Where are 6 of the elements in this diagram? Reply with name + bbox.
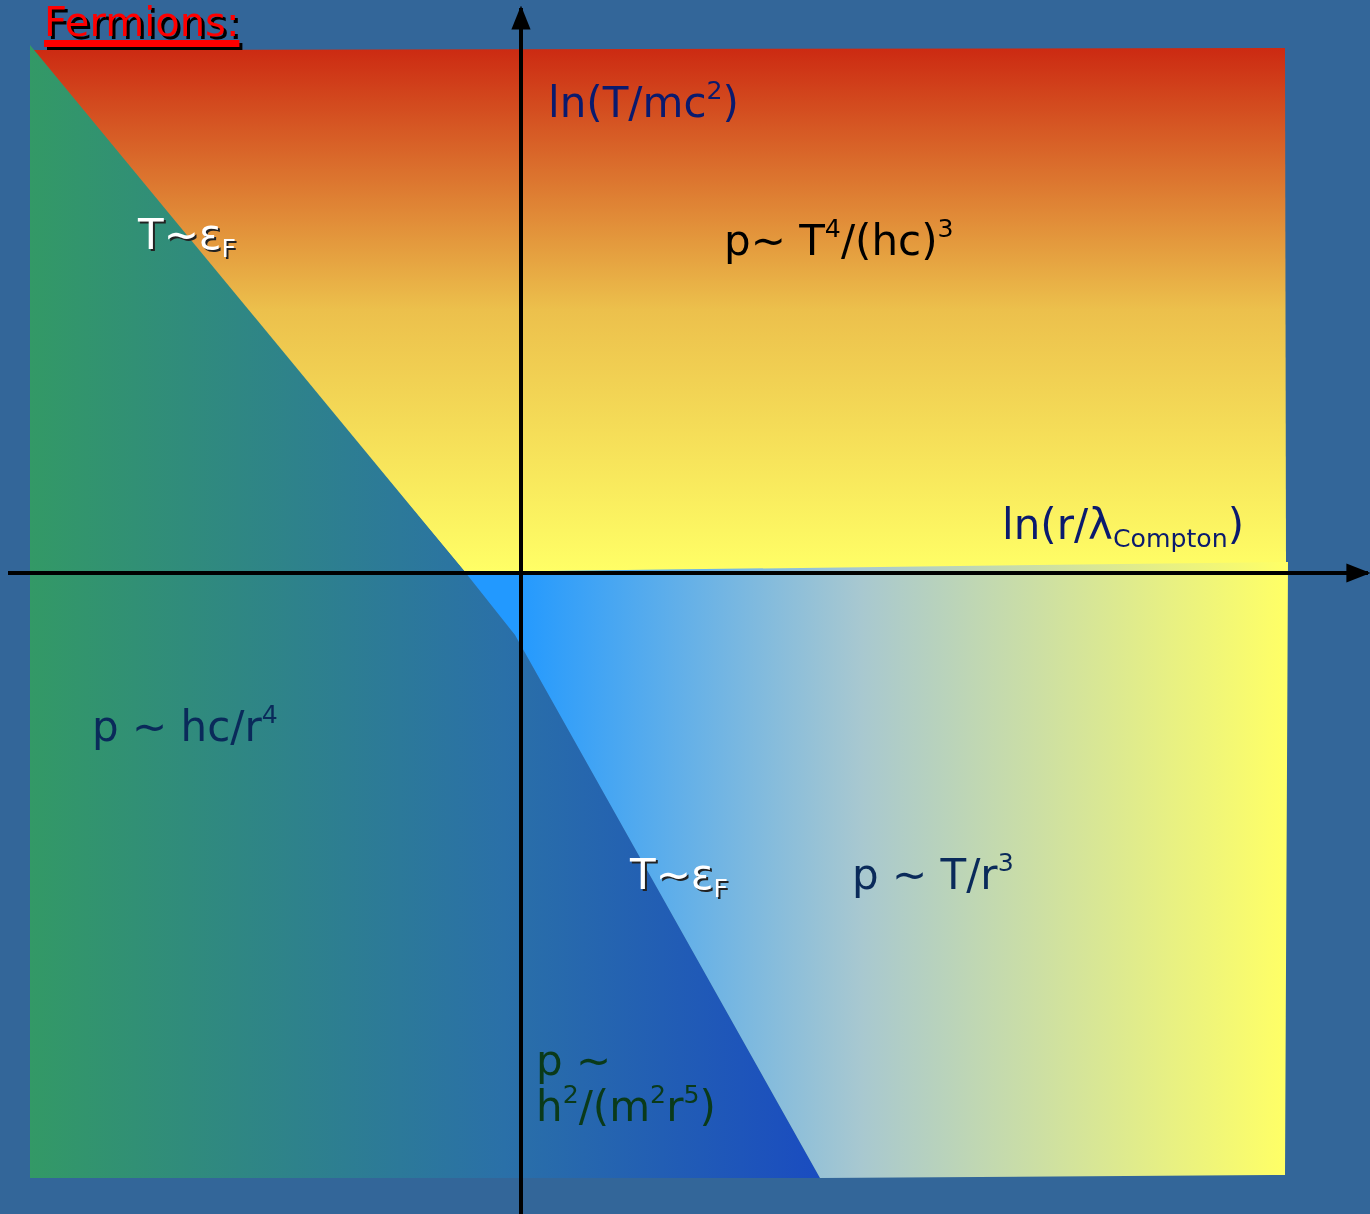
formula-label: p∼ T$^{4}$/(hc)$^{3}$	[724, 218, 954, 265]
formula-label: p ∼ h$^{2}$/(m$^{2}$r$^{5}$)	[536, 1038, 717, 1131]
formula-label: T∼ε$_{F}$	[630, 852, 729, 899]
formula-label: p ∼ T/r$^{3}$	[852, 852, 1014, 899]
formula-label: p ∼ hc/r$^{4}$	[92, 704, 278, 751]
axis-label: ln(T/mc$^{2}$)	[548, 80, 739, 127]
